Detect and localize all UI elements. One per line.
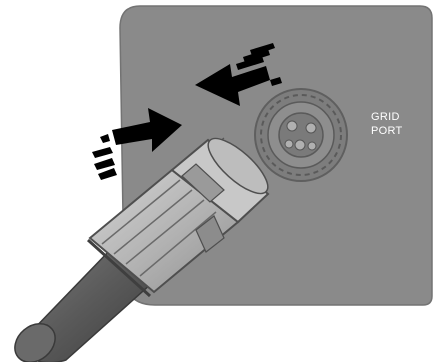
grid-port-label-line1: GRID xyxy=(371,110,421,124)
grid-port-label-line2: PORT xyxy=(371,124,421,138)
grid-port-label: GRID PORT xyxy=(371,110,421,138)
grid-port-socket xyxy=(255,89,347,181)
